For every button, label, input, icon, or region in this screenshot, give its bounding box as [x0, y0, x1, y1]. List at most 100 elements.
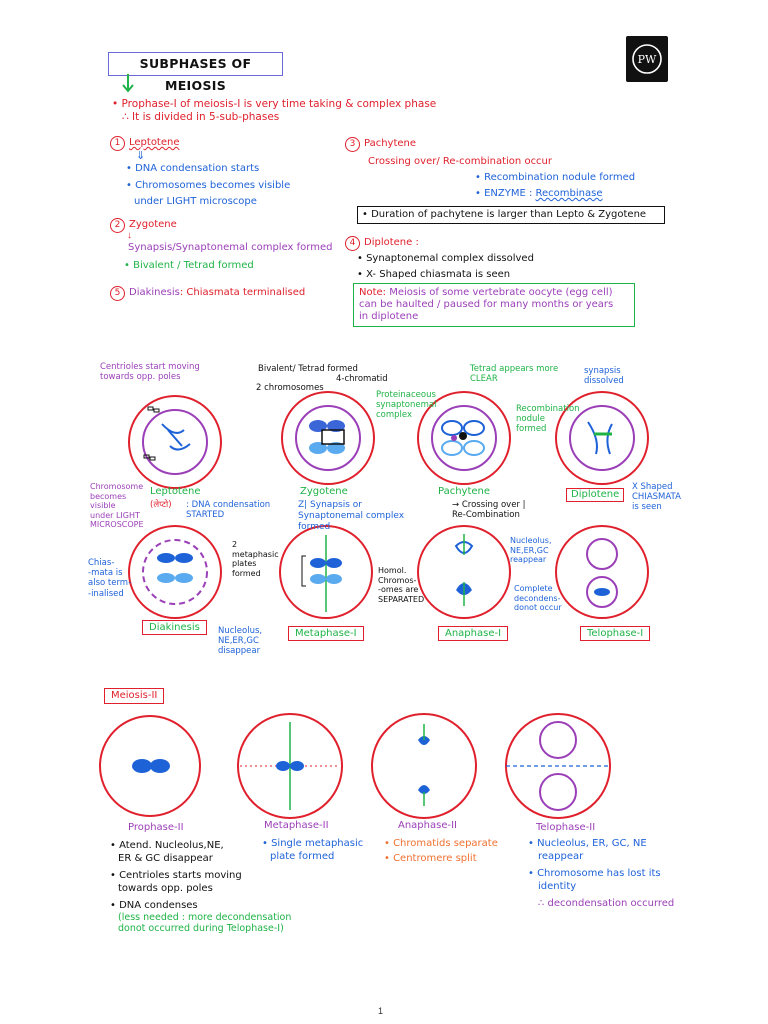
zygotene-line-1: Synapsis/Synaptonemal complex formed	[128, 242, 333, 253]
anaphase-2-cell	[371, 713, 477, 819]
number-5: 5	[110, 286, 125, 301]
diakinesis-text: : Chiasmata terminalised	[179, 287, 306, 298]
pachytene-name: Pachytene	[364, 138, 417, 149]
zygotene-name: Zygotene	[129, 219, 177, 230]
pachytene-diagram-label: Pachytene	[438, 486, 491, 497]
prophase-2-point-2: ER & GC disappear	[118, 853, 213, 864]
diakinesis-cell	[128, 525, 222, 619]
prophase-2-point-5: • DNA condenses	[110, 900, 198, 911]
zygotene-diagram-note: Z| Synapsis or Synaptonemal complex form…	[298, 500, 405, 532]
metaphase-2-cell	[237, 713, 343, 819]
pachytene-line-3: • ENZYME : Recombinase	[475, 188, 603, 199]
pachytene-duration-note: • Duration of pachytene is larger than L…	[357, 206, 665, 224]
annot-2chromosomes: 2 chromosomes	[256, 383, 324, 393]
page-title: SUBPHASES OF MEIOSIS	[108, 52, 283, 93]
meiosis-2-label: Meiosis-II	[104, 688, 165, 704]
nucleolus-disappear-note: Nucleolus, NE,ER,GC disappear	[218, 626, 263, 657]
number-3: 3	[345, 137, 360, 152]
metaphase-2-point-2: plate formed	[270, 851, 335, 862]
telophase-2-point-5: ∴ decondensation occurred	[538, 898, 675, 909]
annot-4chromatid: 4-chromatid	[336, 374, 388, 384]
annot-proteinaceous: Proteinaceous synaptonemal complex	[376, 390, 437, 421]
number-1: 1	[110, 136, 125, 151]
telophase-1-label: Telophase-I	[580, 626, 651, 641]
metaphase-2-point-1: • Single metaphasic	[262, 838, 364, 849]
telophase-2-point-2: reappear	[538, 851, 584, 862]
arrow-down-icon	[122, 74, 134, 93]
pw-logo-icon: PW	[632, 44, 662, 74]
diplotene-point-1: • Synaptonemal complex dissolved	[357, 253, 534, 264]
zygotene-cell	[281, 391, 375, 485]
annot-bivalent: Bivalent/ Tetrad formed	[258, 364, 358, 374]
anaphase-1-label: Anaphase-I	[438, 626, 509, 641]
number-4: 4	[345, 236, 360, 251]
diplotene-cell	[555, 391, 649, 485]
diplotene-point-2: • X- Shaped chiasmata is seen	[357, 269, 511, 280]
diakinesis-name: Diakinesis	[129, 287, 180, 298]
pachytene-heading: 3 Pachytene	[345, 137, 416, 152]
diplotene-diagram-label: Diplotene	[566, 488, 625, 502]
intro-line-1: • Prophase-I of meiosis-I is very time t…	[112, 98, 437, 110]
meiosis-1-diagram	[128, 391, 649, 619]
two-metaphasic-note: 2 metaphasic plates formed	[232, 540, 279, 578]
leptotene-heading: 1 Leptotene	[110, 136, 180, 151]
nucleolus-reappear-note: Nucleolus, NE,ER,GC reappear	[510, 536, 552, 565]
annot-tetrad-clear: Tetrad appears more CLEAR	[470, 364, 559, 385]
prophase-2-green-note: (less needed : more decondensation donot…	[118, 912, 292, 935]
diplotene-name: Diplotene :	[364, 237, 419, 248]
pachytene-line-1: Crossing over/ Re-combination occur	[368, 156, 553, 167]
telophase-2-point-1: • Nucleolus, ER, GC, NE	[528, 838, 647, 849]
leptotene-cell	[128, 395, 222, 489]
intro-line-2: ∴ It is divided in 5-sub-phases	[122, 111, 280, 123]
telophase-1-cell	[555, 525, 649, 619]
prophase-2-cell	[99, 715, 201, 817]
annot-synapsis-dissolved: synapsis dissolved	[584, 366, 624, 387]
metaphase-1-label: Metaphase-I	[288, 626, 364, 641]
metaphase-1-cell	[279, 525, 373, 619]
number-2: 2	[110, 218, 125, 233]
zygotene-diagram-label: Zygotene	[300, 486, 348, 497]
leptotene-hindi: (लेप्टो)	[150, 500, 172, 510]
prophase-2-point-4: towards opp. poles	[118, 883, 213, 894]
homologous-separated-note: Homol. Chromos- -omes are SEPARATED	[378, 566, 425, 604]
leptotene-point-3: under LIGHT microscope	[134, 196, 257, 207]
pachytene-diagram-note: → Crossing over | Re-Combination	[452, 500, 526, 521]
arrow-down-small-icon: ↓	[127, 230, 132, 241]
annot-centrioles: Centrioles start moving towards opp. pol…	[100, 362, 200, 383]
arrow-down-small-icon: ⇓	[136, 150, 146, 162]
telophase-2-point-3: • Chromosome has lost its	[528, 868, 661, 879]
diplotene-note-box: Note: Meiosis of some vertebrate oocyte …	[353, 283, 635, 327]
telophase-2-point-4: identity	[538, 881, 577, 892]
meiosis-2-diagram	[99, 713, 611, 819]
logo-text: PW	[638, 53, 657, 66]
diplotene-heading: 4 Diplotene :	[345, 236, 419, 251]
leptotene-dna-note: : DNA condensation STARTED	[186, 500, 271, 521]
leptotene-point-2: • Chromosomes becomes visible	[126, 180, 291, 191]
diakinesis-label: Diakinesis	[142, 620, 207, 635]
leptotene-name: Leptotene	[129, 137, 180, 148]
prophase-2-label: Prophase-II	[128, 822, 184, 833]
metaphase-2-label: Metaphase-II	[264, 820, 329, 831]
telophase-2-label: Telophase-II	[536, 822, 596, 833]
anaphase-2-label: Anaphase-II	[398, 820, 457, 831]
complete-decondensation-note: Complete decondens- donot occur	[514, 584, 562, 613]
zygotene-heading: 2 Zygotene	[110, 218, 177, 233]
prophase-2-point-3: • Centrioles starts moving	[110, 870, 242, 881]
annot-recomb-nodule: Recombination nodule formed	[516, 404, 580, 435]
chiasmata-terminalised-note: Chias- -mata is also term- -inalised	[88, 558, 132, 599]
annot-chromosome-visible: Chromosome becomes visible under LIGHT M…	[90, 482, 144, 530]
pachytene-line-2: • Recombination nodule formed	[475, 172, 636, 183]
anaphase-2-point-2: • Centromere split	[384, 853, 477, 864]
x-shaped-note: X Shaped CHIASMATA is seen	[632, 482, 681, 513]
pw-logo: PW	[626, 36, 668, 82]
anaphase-1-cell	[417, 525, 511, 619]
diakinesis-heading: 5 Diakinesis: Chiasmata terminalised	[110, 286, 305, 301]
prophase-2-point-1: • Atend. Nucleolus,NE,	[110, 840, 224, 851]
pachytene-cell	[417, 391, 511, 485]
anaphase-2-point-1: • Chromatids separate	[384, 838, 498, 849]
leptotene-diagram-label: Leptotene	[150, 486, 201, 497]
leptotene-point-1: • DNA condensation starts	[126, 163, 260, 174]
telophase-2-cell	[505, 713, 611, 819]
page-number: 1	[378, 1006, 384, 1016]
zygotene-line-2: • Bivalent / Tetrad formed	[124, 260, 254, 271]
